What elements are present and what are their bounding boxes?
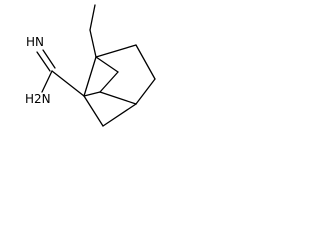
cage-bond-10 [99,91,137,105]
cage-bond-3 [95,44,137,58]
cage-bond-9 [83,91,101,97]
structure-svg [36,4,156,127]
amidine-double-bond-outer [36,51,51,72]
molecule-canvas: HN H2N [0,0,166,139]
amidine-double-bond-inner [42,49,56,69]
cage-bond-6 [135,78,156,105]
cage-bond-7 [83,95,104,127]
amidine-bond-to-ring [51,70,85,97]
amine-nh2-label: H2N [24,92,52,106]
cage-bond-1 [83,56,97,97]
cage-bond-4 [99,71,119,93]
amidine-single-bond-nh2 [41,70,53,93]
ethyl-bond-ring [89,29,97,58]
ethyl-bond-terminal [89,4,96,31]
imine-nh-label: HN [25,35,45,49]
cage-bond-8 [102,103,137,127]
cage-bond-2 [95,56,119,73]
cage-bond-5 [135,44,156,80]
